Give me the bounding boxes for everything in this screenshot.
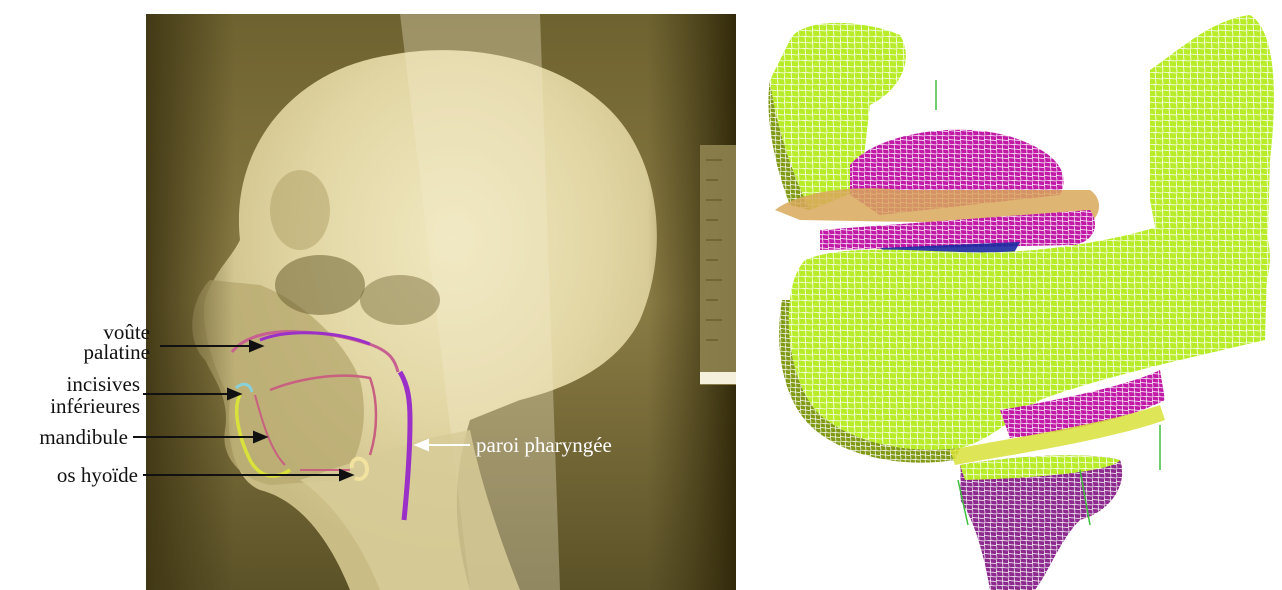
label-incisors-line2: inférieures — [10, 396, 140, 417]
xray-panel — [133, 14, 736, 590]
label-incisors-line1: incisives — [10, 374, 140, 395]
label-pharynx-wall: paroi pharyngée — [476, 435, 696, 456]
label-palate-line2: palatine — [40, 342, 150, 363]
mesh-panel — [768, 15, 1274, 590]
label-mandible: mandibule — [0, 427, 128, 448]
label-hyoid: os hyoïde — [0, 465, 138, 486]
xray-ruler — [700, 145, 736, 385]
